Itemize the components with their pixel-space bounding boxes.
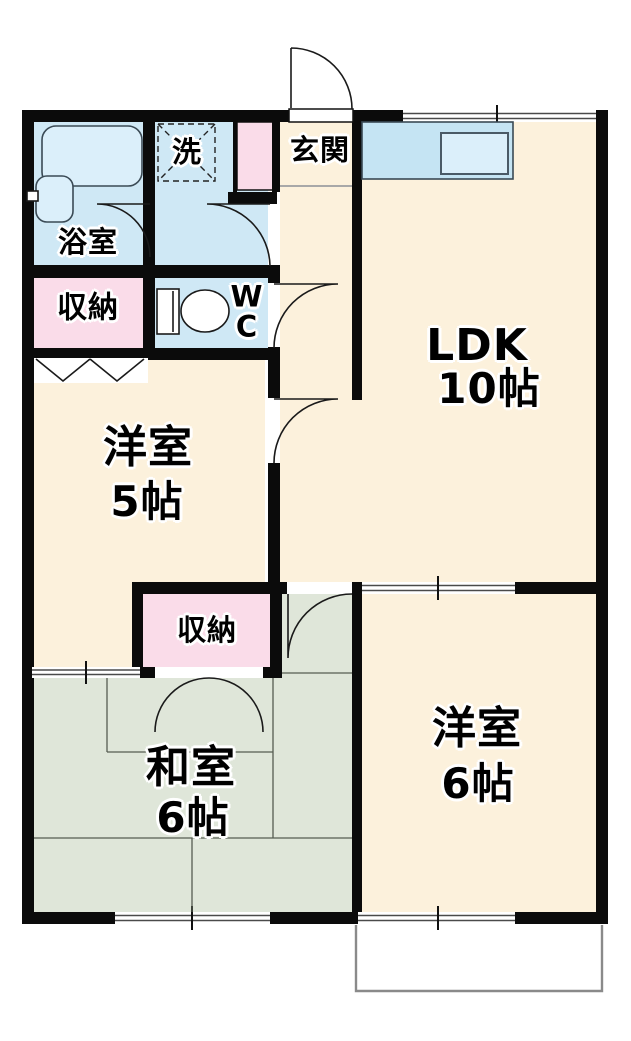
wall-segment (352, 594, 362, 912)
laundry-label: 洗 (171, 134, 203, 169)
wall-segment (22, 110, 34, 924)
storage-upper-floor (34, 278, 143, 348)
wall-segment (515, 912, 608, 924)
wall-segment (132, 582, 143, 678)
storage-middle-double-doors (154, 677, 264, 733)
wall-segment (352, 110, 403, 122)
wc-label-w: W (230, 279, 264, 314)
storage-upper-label: 収納 (57, 290, 119, 326)
entrance-door (288, 47, 354, 123)
door-swing (154, 677, 264, 733)
bathroom-label: 浴室 (57, 224, 119, 259)
fixtures (26, 121, 514, 335)
western-room-5-size: 5帖 (110, 476, 184, 526)
window-glass-lines (358, 914, 515, 922)
kitchen-counter (361, 121, 514, 180)
wall-segment (140, 667, 155, 678)
wall-segment (270, 912, 358, 924)
door-swing (273, 398, 339, 464)
wc-label-c: C (235, 310, 259, 344)
wall-segment (272, 122, 280, 192)
western-room-6-floor (362, 594, 597, 912)
japanese-room-floor (34, 678, 352, 912)
windows (32, 105, 596, 930)
door-swing (290, 47, 353, 110)
wall-segment (268, 463, 280, 594)
folding-door-chevrons (35, 358, 145, 383)
washing-machine-space (157, 123, 216, 182)
wall-segment (22, 110, 290, 122)
wc-door (273, 283, 339, 349)
western-room-6-label: 洋室 (432, 702, 522, 754)
entrance-label: 玄関 (289, 132, 351, 167)
toilet-tank (156, 288, 180, 335)
japanese-room-label: 和室 (146, 741, 236, 793)
wall-segment (233, 122, 237, 192)
wall-segment (270, 582, 282, 678)
wall-segment (268, 347, 280, 398)
tatami-lines (34, 672, 352, 912)
ldk-label: LDK (426, 319, 528, 371)
door-leaf (288, 108, 354, 123)
toilet (156, 288, 230, 335)
ldk-size-label: 10帖 (437, 363, 541, 413)
window-band (358, 912, 515, 924)
washer-cross (157, 123, 216, 182)
walls (22, 110, 608, 924)
window-glass-lines (403, 112, 596, 120)
wall-segment (515, 582, 596, 594)
western-room-6-size: 6帖 (441, 758, 515, 808)
wall-segment (263, 667, 282, 678)
window-top-ldk (403, 105, 596, 127)
japanese-room-vestibule-floor (282, 594, 352, 678)
wall-segment (352, 122, 362, 400)
wall-segment (132, 582, 287, 594)
wall-segment (22, 348, 280, 360)
doors (34, 47, 354, 733)
western-room-5-label: 洋室 (103, 421, 193, 473)
basin-tap (26, 190, 39, 202)
wall-segment (352, 582, 362, 594)
japanese-room-size: 6帖 (156, 792, 230, 842)
wall-segment (22, 912, 115, 924)
shoe-cabinet (236, 121, 274, 191)
wall-segment (268, 265, 280, 283)
door-swing (206, 203, 271, 267)
wash-basin (35, 175, 74, 223)
door-swing (96, 203, 151, 258)
entrance-hall-floor (280, 122, 352, 398)
wall-segment (143, 122, 155, 360)
kitchen-sink (440, 132, 509, 175)
sliding-door-western5-japanese (32, 661, 140, 684)
room-fills (34, 121, 597, 912)
door-swing (273, 283, 339, 349)
bathtub (41, 125, 143, 187)
ldk-floor (362, 122, 597, 582)
laundry-room-door (206, 203, 271, 267)
toilet-bowl (180, 289, 230, 333)
wall-segment (596, 110, 608, 924)
wall-segment (228, 192, 277, 204)
washer-box (157, 123, 216, 182)
japanese-room-door (287, 593, 353, 659)
storage-middle-floor (143, 594, 270, 667)
ldk-floor-extension (280, 398, 362, 582)
storage-upper-folding-doors (34, 358, 148, 383)
wall-segment (22, 667, 32, 678)
balcony-outline (354, 925, 604, 993)
window-band (403, 110, 596, 122)
western-room-5-door (273, 398, 339, 464)
storage-middle-label: 収納 (176, 612, 238, 647)
window-western6-room (358, 906, 515, 930)
bathroom-door (96, 203, 151, 258)
sliding-door-ldk-western6 (362, 576, 515, 600)
door-swing (287, 593, 353, 659)
